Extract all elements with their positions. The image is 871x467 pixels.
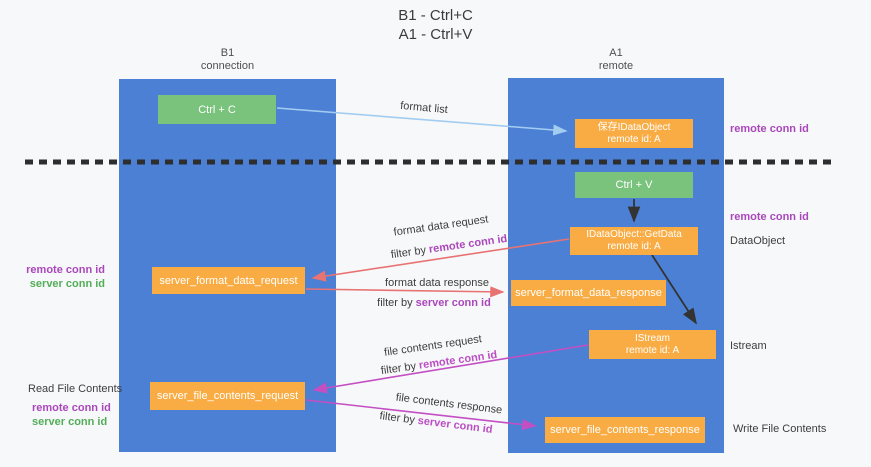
filter-by-text: filter by [380, 360, 417, 378]
ctrl-v-label: Ctrl + V [615, 179, 653, 191]
getdata-line1: IDataObject::GetData [586, 229, 682, 240]
filter-by-remote-conn-id-label-1: filter byremote conn id [390, 233, 508, 261]
server-format-data-request-box: server_format_data_request [152, 267, 305, 294]
server-conn-id-text: server conn id [32, 416, 108, 428]
lifeline-b1-role: connection [200, 60, 255, 72]
server-file-contents-response-box: server_file_contents_response [545, 417, 705, 443]
lifeline-header-a1: A1 remote [508, 47, 724, 73]
ctrl-c-box: Ctrl + C [158, 95, 276, 124]
server-file-contents-request-label: server_file_contents_request [156, 390, 299, 402]
title-line-1: B1 - Ctrl+C [398, 7, 473, 24]
lifeline-header-b1: B1 connection [119, 47, 336, 73]
save-dataobject-line1: 保存IDataObject [597, 121, 671, 133]
lifeline-b1-name: B1 [220, 47, 235, 59]
server-format-data-response-label: server_format_data_response [515, 287, 662, 299]
conn-id-annotation-left-bottom: remote conn id server conn id [32, 401, 111, 429]
server-format-data-request-label: server_format_data_request [159, 274, 298, 287]
getdata-box: IDataObject::GetData remote id: A [570, 227, 698, 255]
ctrl-c-label: Ctrl + C [198, 103, 236, 116]
istream-line2: remote id: A [625, 344, 680, 356]
filter-by-text: filter by [377, 297, 413, 309]
remote-conn-id-annotation-mid: remote conn id [730, 211, 809, 223]
save-dataobject-line2: remote id: A [607, 133, 661, 145]
save-dataobject-box: 保存IDataObject remote id: A [575, 119, 693, 148]
format-data-response-label: format data response [385, 277, 489, 289]
filter-by-text: filter by [390, 244, 427, 262]
server-format-data-response-box: server_format_data_response [511, 280, 666, 306]
server-file-contents-response-label: server_file_contents_response [550, 424, 700, 436]
istream-annotation: Istream [730, 340, 767, 352]
server-conn-id-text: server conn id [29, 278, 105, 290]
server-conn-id-text: server conn id [417, 414, 494, 436]
server-conn-id-text: server conn id [415, 297, 491, 309]
remote-conn-id-annotation-top: remote conn id [730, 123, 809, 135]
title-line-2: A1 - Ctrl+V [398, 26, 473, 43]
getdata-line2: remote id: A [607, 241, 661, 252]
dataobject-annotation: DataObject [730, 235, 786, 247]
remote-conn-id-text: remote conn id [26, 264, 105, 276]
format-list-label: format list [399, 99, 449, 117]
lifeline-a1-role: remote [598, 60, 634, 72]
istream-box: IStream remote id: A [589, 330, 716, 359]
diagram-title: B1 - Ctrl+C A1 - Ctrl+V [0, 6, 871, 44]
lifeline-a1-name: A1 [609, 47, 623, 59]
write-file-contents-annotation: Write File Contents [733, 423, 827, 435]
file-contents-response-label: file contents response [395, 391, 503, 417]
istream-line1: IStream [634, 332, 670, 344]
server-file-contents-request-box: server_file_contents_request [150, 382, 305, 410]
filter-by-text: filter by [378, 410, 416, 427]
remote-conn-id-text: remote conn id [428, 232, 508, 256]
remote-conn-id-text: remote conn id [32, 402, 111, 414]
format-data-request-label: format data request [392, 213, 490, 239]
read-file-contents-annotation: Read File Contents [28, 383, 123, 395]
ctrl-v-box: Ctrl + V [575, 172, 693, 198]
conn-id-annotation-left-top: remote conn id server conn id [20, 263, 105, 291]
